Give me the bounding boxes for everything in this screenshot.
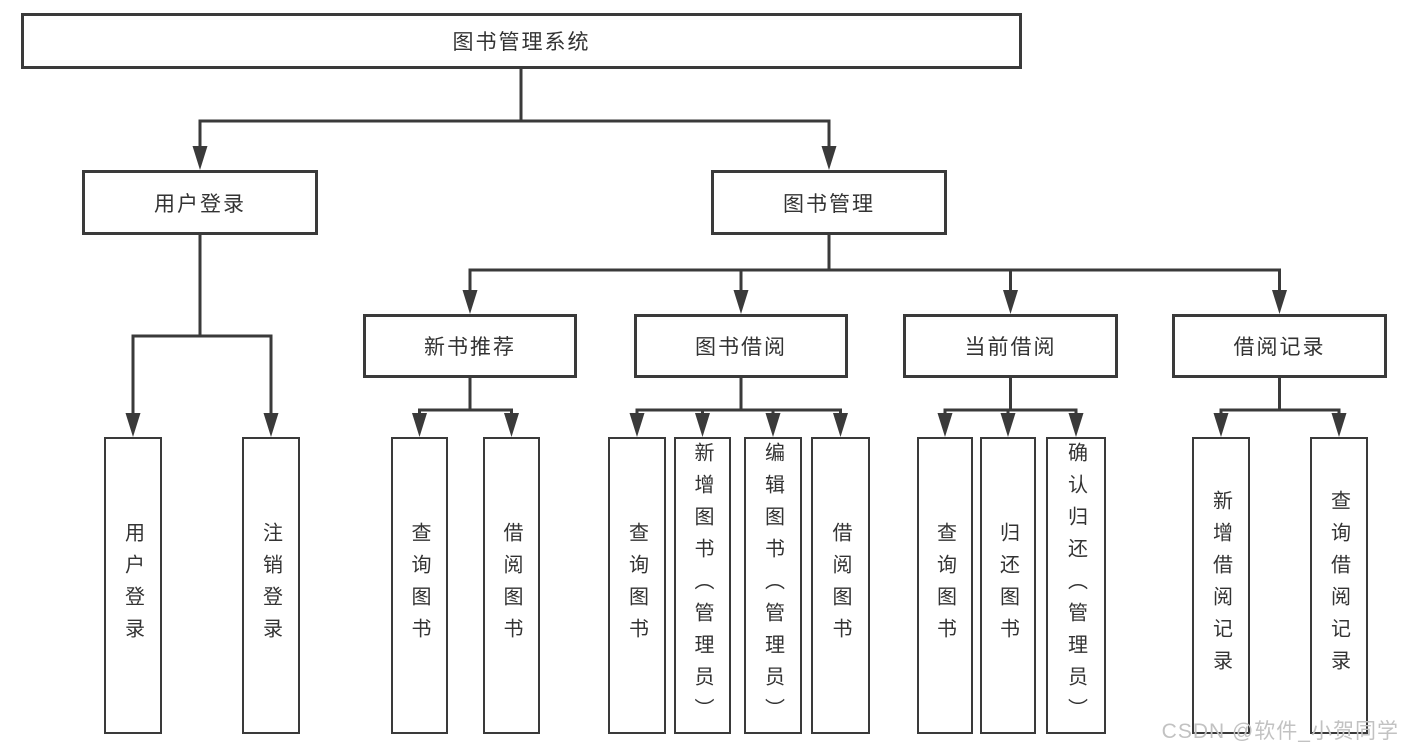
edge-current-borrow-to-leaves: [943, 378, 1078, 414]
edge-user-login-to-leaves: [131, 235, 273, 414]
node-root-library-system: 图书管理系统: [21, 13, 1022, 69]
leaf-borrow-books: 借阅图书: [811, 437, 870, 734]
node-new-book-recommend: 新书推荐: [363, 314, 577, 378]
node-book-borrow: 图书借阅: [634, 314, 848, 378]
node-current-borrow: 当前借阅: [903, 314, 1118, 378]
arrowhead-icon: [765, 413, 781, 437]
leaf-query-borrow-record: 查询借阅记录: [1310, 437, 1368, 734]
arrowhead-icon: [462, 290, 478, 314]
leaf-query-books-recommend: 查询图书: [391, 437, 448, 734]
leaf-edit-books-admin: 编辑图书（管理员）: [744, 437, 802, 734]
arrowhead-icon: [833, 413, 848, 437]
arrowhead-icon: [412, 413, 427, 437]
arrowhead-icon: [695, 413, 710, 437]
arrowhead-icon: [733, 290, 749, 314]
arrowhead-icon: [504, 413, 519, 437]
leaf-add-borrow-record: 新增借阅记录: [1192, 437, 1250, 734]
arrowhead-icon: [1000, 413, 1016, 437]
edge-book-management-to-level3: [468, 235, 1281, 291]
arrowhead-icon: [1331, 413, 1347, 437]
node-borrow-records: 借阅记录: [1172, 314, 1387, 378]
arrowhead-icon: [192, 146, 208, 170]
arrowhead-icon: [629, 413, 645, 437]
csdn-watermark: CSDN @软件_小贺同学: [1161, 720, 1399, 743]
leaf-borrow-books-recommend: 借阅图书: [483, 437, 540, 734]
leaf-query-books-borrow: 查询图书: [608, 437, 666, 734]
leaf-add-books-admin: 新增图书（管理员）: [674, 437, 731, 734]
arrowhead-icon: [125, 413, 141, 437]
node-book-management: 图书管理: [711, 170, 947, 235]
leaf-confirm-return-admin: 确认归还（管理员）: [1046, 437, 1106, 734]
leaf-user-login: 用户登录: [104, 437, 162, 734]
node-user-login: 用户登录: [82, 170, 318, 235]
arrowhead-icon: [821, 146, 837, 170]
arrowhead-icon: [263, 413, 279, 437]
edge-borrow-records-to-leaves: [1219, 378, 1341, 414]
arrowhead-icon: [937, 413, 953, 437]
edge-new-book-recommend-to-leaves: [418, 378, 513, 414]
edge-book-borrow-to-leaves: [635, 378, 842, 414]
arrowhead-icon: [1003, 290, 1018, 314]
leaf-return-books: 归还图书: [980, 437, 1036, 734]
leaf-logout-login: 注销登录: [242, 437, 300, 734]
leaf-query-books-current: 查询图书: [917, 437, 973, 734]
arrowhead-icon: [1213, 413, 1229, 437]
edge-root-to-level2: [198, 69, 831, 147]
arrowhead-icon: [1068, 413, 1084, 437]
arrowhead-icon: [1272, 290, 1287, 314]
